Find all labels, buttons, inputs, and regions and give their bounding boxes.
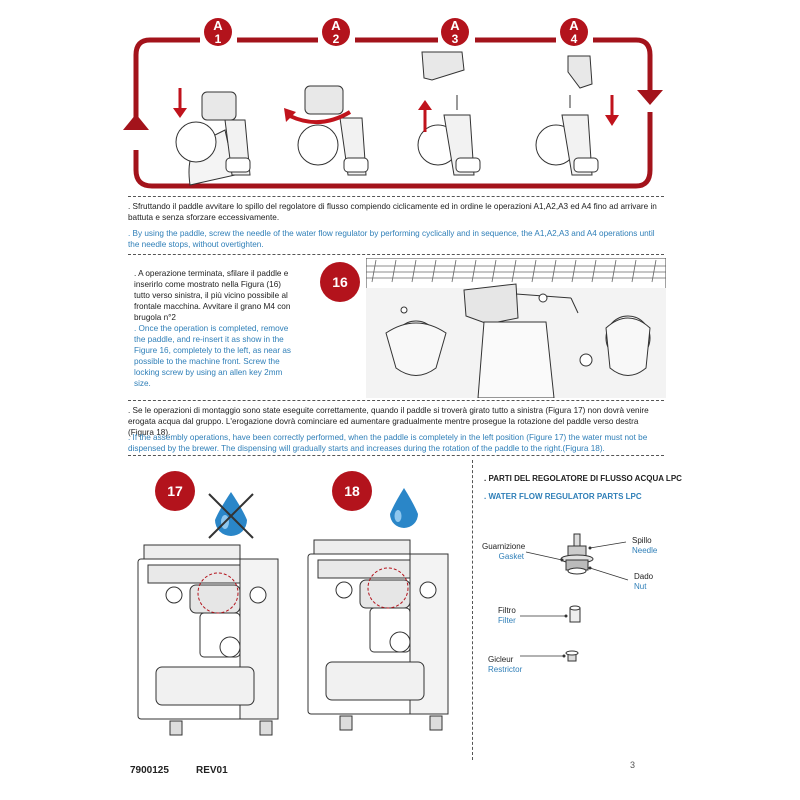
step-illustration-a4 [535,55,599,176]
part-label-it: Spillo [632,536,652,545]
step-illustration-a3 [417,51,481,176]
instruction-text-en: . If the assembly operations, have been … [128,433,648,453]
part-label-it: Dado [634,572,654,581]
instruction-text-en: . Once the operation is completed, remov… [134,324,292,388]
no-water-drop-icon [208,492,254,539]
part-label-en: Filter [498,616,516,625]
machine-figure-18 [307,539,449,731]
figure-18-badge: 18 [332,471,372,511]
document-code: 7900125 [130,765,169,776]
part-gasket: Guarnizione Gasket [482,542,526,562]
part-needle: Spillo Needle [632,536,657,556]
cycle-arrow-down [637,90,663,105]
figure-17-badge: 17 [155,471,195,511]
step-badge-a1: A 1 [204,18,232,46]
divider [128,196,664,197]
step-illustration-a1 [175,91,251,186]
instruction-text-it: . A operazione terminata, sfilare il pad… [134,269,291,322]
part-label-en: Nut [634,582,647,591]
divider [128,400,664,401]
step-number: 1 [214,32,222,46]
instruction-text-en: . By using the paddle, screw the needle … [128,229,655,249]
step-letter: A [569,18,579,33]
step-badge-a4: A 4 [560,18,588,46]
step-badge-a2: A 2 [322,18,350,46]
divider [128,455,664,456]
column-divider [472,460,473,760]
step-number: 3 [451,32,459,46]
cycle-arrow-up [123,114,149,130]
revision: REV01 [196,765,228,776]
part-nut: Dado Nut [634,572,653,592]
step-illustration-a2 [297,85,369,176]
water-drop-icon [390,488,418,528]
part-filter: Filtro Filter [498,606,516,626]
part-label-it: Gicleur [488,655,514,664]
instruction-text-it: . Se le operazioni di montaggio sono sta… [128,406,649,437]
part-label-en: Needle [632,546,658,555]
part-restrictor: Gicleur Restrictor [488,655,522,675]
page-number: 3 [630,760,636,770]
step-letter: A [213,18,223,33]
instruction-text-it: . Sfruttando il paddle avvitare lo spill… [128,202,657,222]
part-label-en: Gasket [498,552,524,561]
figure-16-badge: 16 [320,262,360,302]
part-label-it: Guarnizione [482,542,526,551]
step-badge-a3: A 3 [441,18,469,46]
part-label-it: Filtro [498,606,516,615]
step-letter: A [450,18,460,33]
cycle-diagram [123,37,663,189]
parts-illustration [520,533,629,662]
step-number: 2 [332,32,340,46]
figure-16-illustration [366,258,666,398]
step-number: 4 [570,32,578,46]
step-letter: A [331,18,341,33]
machine-figure-17 [137,544,279,736]
part-label-en: Restrictor [488,665,523,674]
divider [128,254,664,255]
parts-title-en: . WATER FLOW REGULATOR PARTS LPC [484,492,642,501]
parts-title-it: . PARTI DEL REGOLATORE DI FLUSSO ACQUA L… [484,474,682,483]
